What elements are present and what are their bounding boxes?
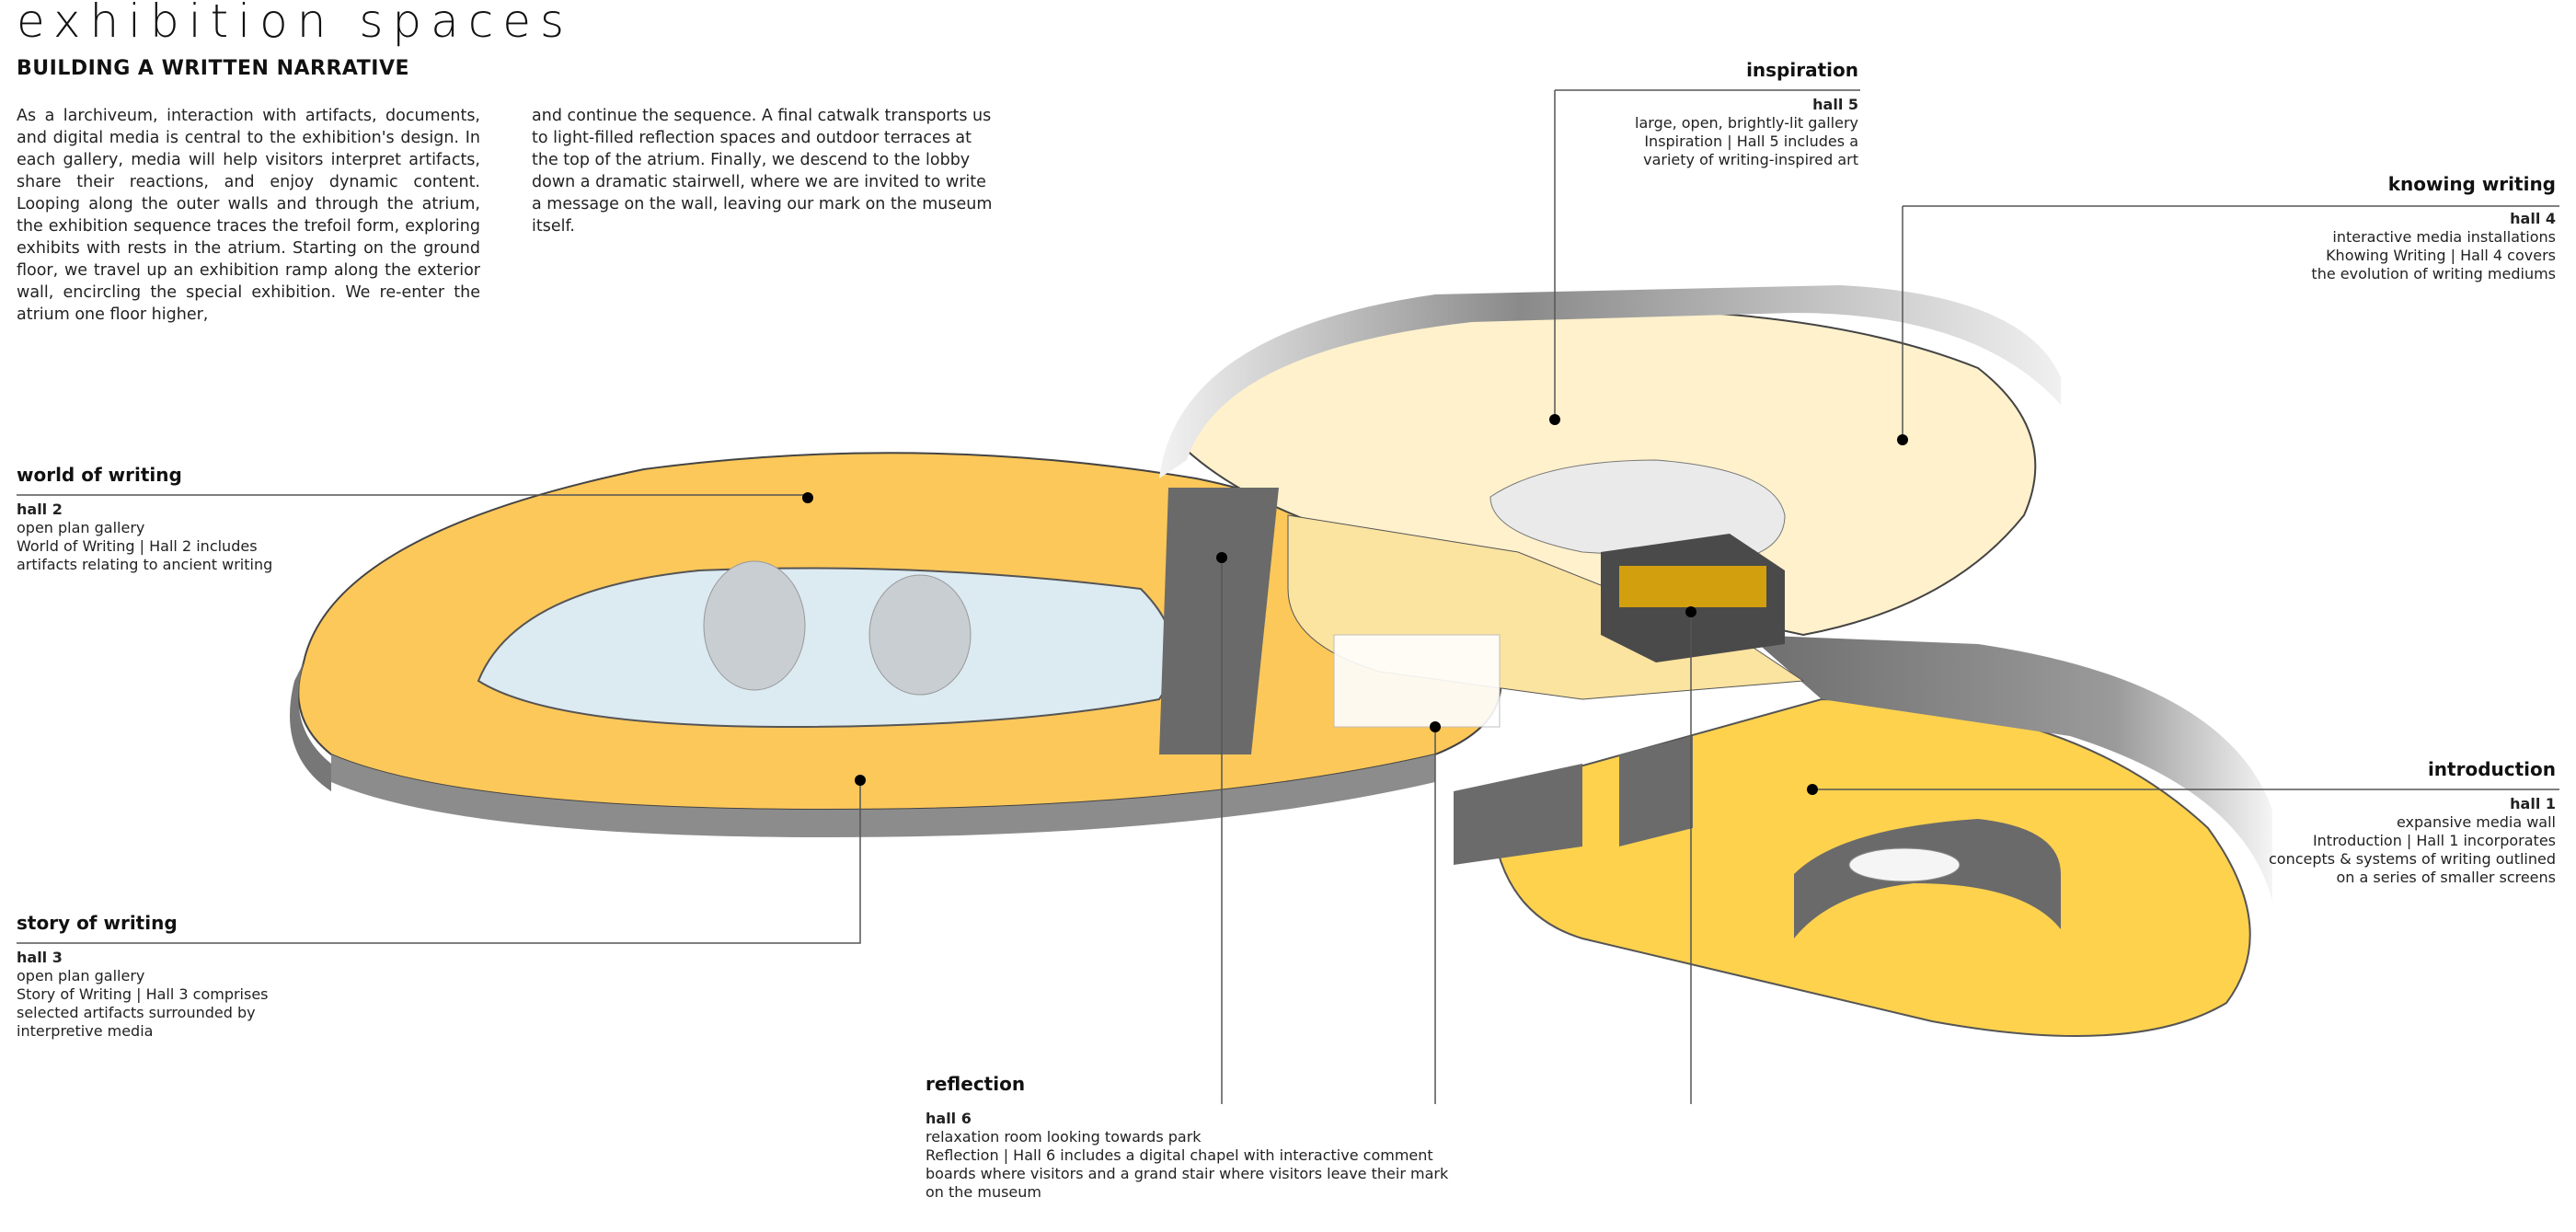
grand-stair (1159, 488, 1279, 754)
ring-edge (331, 754, 1435, 837)
introduction-line-1: expansive media wall (2396, 813, 2556, 831)
hall-6-tag: hall 6 (926, 1110, 972, 1127)
inspiration-line-1: large, open, brightly-lit gallery (1635, 114, 1858, 132)
heading-introduction: introduction (2427, 758, 2556, 780)
hall-1-outer-wall (1748, 635, 2272, 902)
knowing-line-3: the evolution of writing mediums (2311, 265, 2556, 282)
heading-story-of-writing: story of writing (17, 912, 178, 934)
introduction-line-2: Introduction | Hall 1 incorporates (2312, 832, 2556, 849)
story-line-4: interpretive media (17, 1022, 154, 1040)
label-inspiration: inspiration hall 5 large, open, brightly… (1380, 61, 1858, 169)
reflection-line-1: relaxation room looking towards park (926, 1128, 1202, 1146)
inspiration-line-3: variety of writing-inspired art (1643, 151, 1858, 168)
hall-4-tag: hall 4 (2510, 210, 2556, 227)
reflection-line-2: Reflection | Hall 6 includes a digital c… (926, 1146, 1433, 1164)
story-line-2: Story of Writing | Hall 3 comprises (17, 985, 269, 1003)
label-reflection: reflection hall 6 relaxation room lookin… (926, 1075, 1448, 1202)
heading-knowing-writing: knowing writing (2387, 173, 2556, 195)
page-title: exhibition spaces (17, 0, 574, 48)
heading-reflection: reflection (926, 1073, 1026, 1095)
knowing-line-2: Khowing Writing | Hall 4 covers (2326, 247, 2556, 264)
label-story-of-writing: story of writing hall 3 open plan galler… (17, 914, 269, 1041)
ring-outer-wall (290, 662, 331, 791)
label-knowing-writing: knowing writing hall 4 interactive media… (2041, 175, 2556, 283)
heading-world-of-writing: world of writing (17, 464, 182, 486)
world-line-1: open plan gallery (17, 519, 145, 536)
world-line-2: World of Writing | Hall 2 includes (17, 537, 258, 555)
reflection-screen (1619, 566, 1766, 607)
introduction-line-4: on a series of smaller screens (2336, 869, 2556, 886)
hall-3-tag: hall 3 (17, 949, 63, 966)
lower-wall-blocks (1454, 736, 1693, 865)
page-subtitle: BUILDING A WRITTEN NARRATIVE (17, 57, 409, 80)
upper-inner-loop (1489, 459, 1786, 562)
reflection-line-3: boards where visitors and a grand stair … (926, 1165, 1449, 1182)
intro-column-1: As a larchiveum, interaction with artifa… (17, 107, 480, 324)
upper-back-wall (1159, 285, 2061, 478)
label-world-of-writing: world of writing hall 2 open plan galler… (17, 466, 272, 574)
leader-dots (802, 414, 1908, 795)
story-line-3: selected artifacts surrounded by (17, 1004, 256, 1021)
reflection-line-4: on the museum (926, 1183, 1041, 1201)
hall-2-tag: hall 2 (17, 501, 63, 518)
world-line-3: artifacts relating to ancient writing (17, 556, 273, 573)
sculpture-left (703, 560, 806, 691)
intro-column-2: and continue the sequence. A final catwa… (532, 107, 993, 236)
reflection-glass (1333, 634, 1501, 728)
sculpture-right (868, 574, 972, 696)
inspiration-line-2: Inspiration | Hall 5 includes a (1644, 132, 1858, 150)
hall-1-round-table (1848, 847, 1961, 882)
hall-1-tag: hall 1 (2510, 795, 2556, 812)
heading-inspiration: inspiration (1746, 59, 1858, 81)
introduction-line-3: concepts & systems of writing outlined (2269, 850, 2556, 868)
hall-5-tag: hall 5 (1812, 96, 1858, 113)
knowing-line-1: interactive media installations (2332, 228, 2556, 246)
label-introduction: introduction hall 1 expansive media wall… (2041, 760, 2556, 887)
story-line-1: open plan gallery (17, 967, 145, 984)
